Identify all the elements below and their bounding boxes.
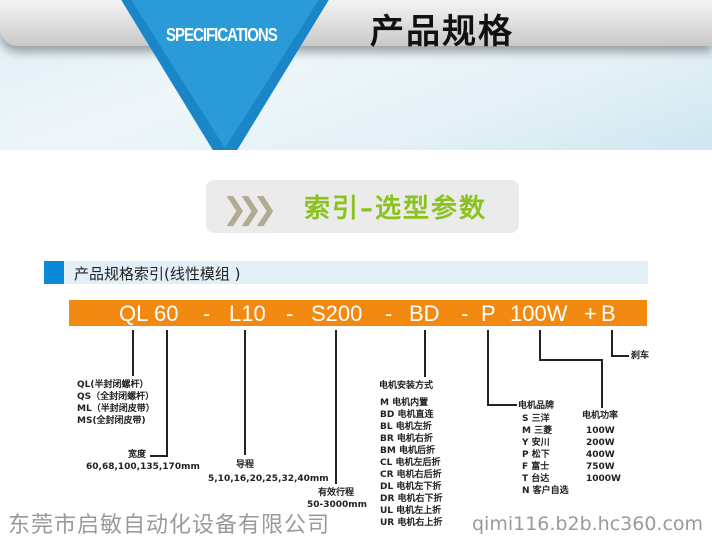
brand-item: T 台达 (522, 474, 550, 484)
connector-line (132, 330, 134, 376)
width-label: 宽度 (128, 450, 147, 460)
width-values: 60,68,100,135,170mm (86, 462, 200, 472)
brand-label: 电机品牌 (518, 401, 555, 411)
brand-item: M 三菱 (522, 426, 553, 436)
code-series: QL (119, 301, 149, 326)
code-sep: - (286, 301, 294, 326)
banner-title: 产品规格 (370, 12, 514, 52)
code-sep: - (203, 301, 211, 326)
power-label: 电机功率 (582, 411, 619, 421)
mount-item: BM 电机后折 (380, 446, 435, 456)
connector-line (244, 330, 246, 455)
code-sep: - (461, 301, 469, 326)
mount-item: BD 电机直连 (380, 410, 434, 420)
code-power: 100W (510, 301, 568, 326)
watermark-url: qimi116.b2b.hc360.com (472, 513, 704, 535)
series-item: ML（半封闭皮带） (77, 404, 155, 414)
mount-list: M 电机内置 BD 电机直连 BL 电机左折 BR 电机右折 BM 电机后折 C… (380, 397, 443, 529)
connector-line (166, 330, 168, 457)
brand-item: N 客户自选 (522, 486, 569, 496)
lead-values: 5,10,16,20,25,32,40mm (208, 474, 329, 484)
code-brake: B (601, 301, 616, 326)
watermark-company: 东莞市启敏自动化设备有限公司 (8, 513, 331, 538)
brand-item: Y 安川 (522, 438, 550, 448)
series-item: QS（全封闭螺杆） (77, 392, 155, 402)
connector-line (539, 359, 602, 361)
brand-item: P 松下 (522, 450, 550, 460)
model-code-bar: QL 60 - L10 - S200 - BD - P 100W + B (69, 300, 647, 326)
brand-list: S 三洋 M 三菱 Y 安川 P 松下 F 富士 T 台达 N 客户自选 (522, 413, 569, 497)
series-item: QL(半封闭螺杆） (77, 380, 149, 390)
connector-line (601, 359, 603, 408)
stroke-values: 50-3000mm (307, 500, 368, 510)
mount-item: DR 电机右下折 (380, 494, 443, 504)
mount-item: CR 电机右后折 (380, 470, 442, 480)
triangle-badge-inner (130, 0, 320, 148)
mount-item: DL 电机左下折 (380, 482, 442, 492)
index-title: 索引–选型参数 (304, 194, 488, 224)
chevrons-icon: ❯❯❯ (222, 192, 278, 227)
power-item: 200W (586, 438, 615, 448)
mount-item: UR 电机右上折 (380, 518, 443, 528)
mount-item: CL 电机左后折 (380, 458, 441, 468)
series-item: MS(全封闭皮带) (77, 416, 146, 426)
connector-line (611, 355, 629, 357)
power-item: 750W (586, 462, 615, 472)
connector-line (487, 330, 489, 406)
code-brand: P (481, 301, 496, 326)
connector-line (150, 455, 168, 457)
code-plus: + (584, 301, 597, 326)
stroke-label: 有效行程 (318, 488, 355, 498)
connector-line (335, 330, 337, 484)
power-item: 100W (586, 426, 615, 436)
brake-label: 刹车 (631, 351, 650, 361)
section-header: 产品规格索引(线性模组 ) (44, 261, 648, 284)
mount-item: M 电机内置 (380, 398, 429, 408)
series-list: QL(半封闭螺杆） QS（全封闭螺杆） ML（半封闭皮带） MS(全封闭皮带) (77, 379, 155, 427)
code-width: 60 (154, 301, 179, 326)
brand-item: F 富士 (522, 462, 550, 472)
code-stroke: S200 (311, 301, 363, 326)
mount-label: 电机安装方式 (379, 381, 434, 391)
index-header: ❯❯❯ 索引–选型参数 (206, 180, 519, 233)
brand-item: S 三洋 (522, 414, 550, 424)
mount-item: BR 电机右折 (380, 434, 433, 444)
section-title: 产品规格索引(线性模组 ) (74, 265, 241, 283)
code-sep: - (385, 301, 393, 326)
code-mount: BD (409, 301, 440, 326)
specifications-badge: SPECIFICATIONS (166, 24, 278, 47)
banner: SPECIFICATIONS 产品规格 (0, 0, 712, 150)
mount-item: UL 电机左上折 (380, 506, 442, 516)
connector-line (539, 330, 541, 361)
mount-item: BL 电机左折 (380, 422, 432, 432)
banner-bar (0, 0, 712, 46)
power-item: 1000W (586, 474, 621, 484)
power-item: 400W (586, 450, 615, 460)
code-lead: L10 (229, 301, 266, 326)
power-list: 100W 200W 400W 750W 1000W (586, 425, 621, 485)
connector-line (487, 404, 517, 406)
connector-line (424, 330, 426, 377)
section-marker (44, 261, 64, 284)
lead-label: 导程 (236, 460, 255, 470)
connector-line (611, 330, 613, 357)
